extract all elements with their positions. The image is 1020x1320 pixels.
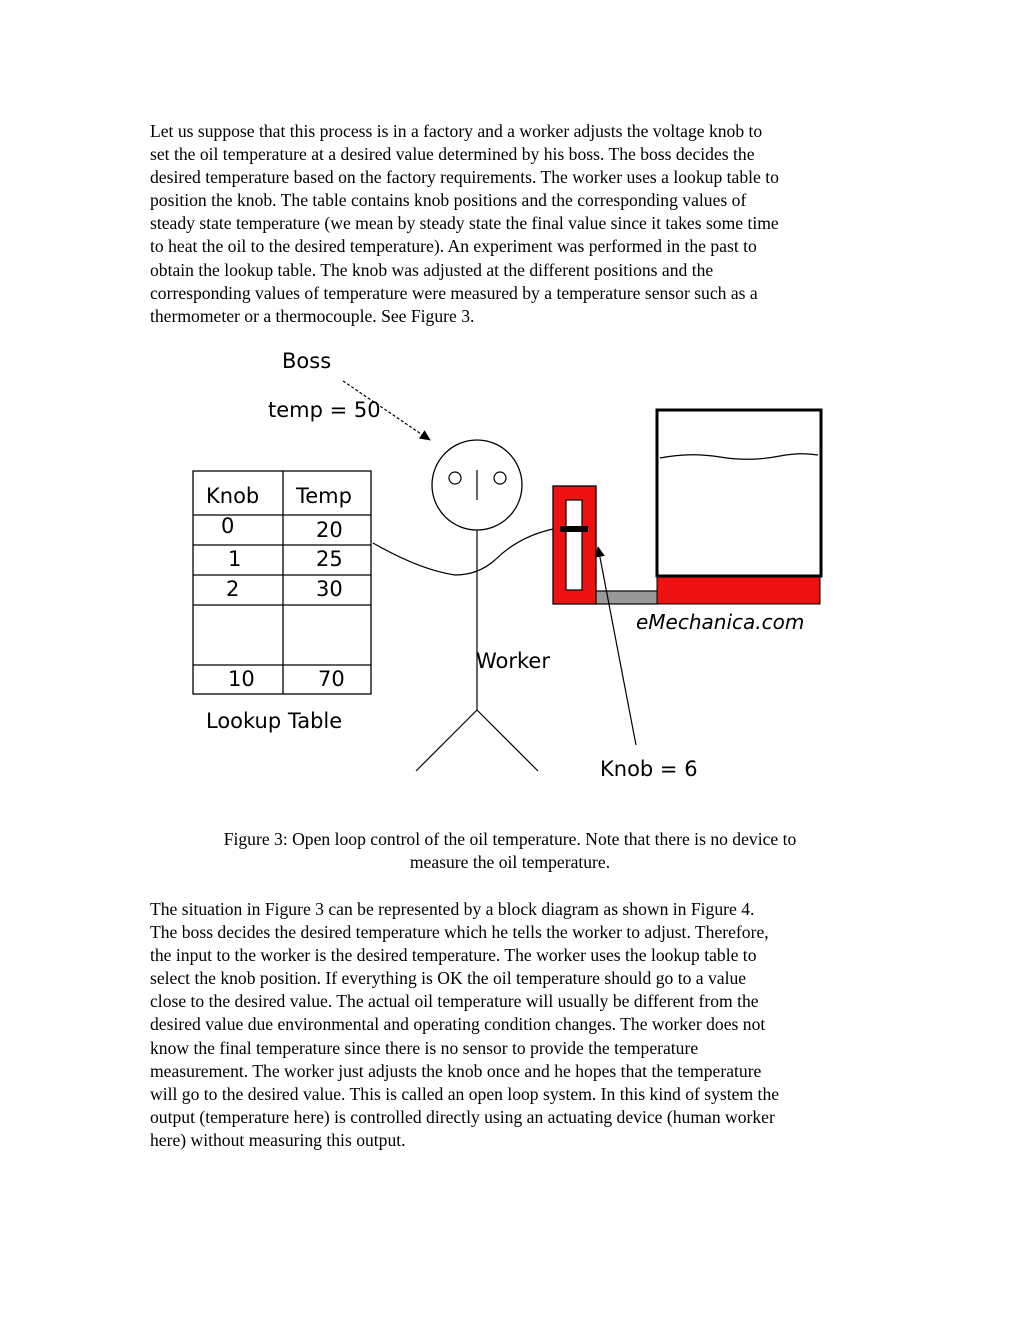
text-line: measurement. The worker just adjusts the… [150,1060,762,1081]
table-cell: 20 [316,518,343,542]
table-header-temp: Temp [295,484,352,508]
explanation-paragraph: The situation in Figure 3 can be represe… [150,898,870,1152]
text-line: here) without measuring this output. [150,1129,406,1150]
table-cell: 0 [221,514,234,538]
table-caption: Lookup Table [206,709,342,733]
worker-head [431,439,523,531]
connector-wire [595,590,659,605]
text-line: position the knob. The table contains kn… [150,190,747,211]
knob-slot [565,499,583,591]
text-line: set the oil temperature at a desired val… [150,144,755,165]
knob-housing [552,485,597,605]
heater-element [656,575,821,605]
intro-paragraph: Let us suppose that this process is in a… [150,120,870,328]
worker-leg [415,709,478,772]
voltage-knob [552,485,597,605]
text-line: the input to the worker is the desired t… [150,945,757,966]
figure-caption: Figure 3: Open loop control of the oil t… [150,828,870,874]
watermark-text: eMechanica.com [636,610,804,634]
table-cell: 1 [228,547,241,571]
text-line: close to the desired value. The actual o… [150,991,759,1012]
table-border [192,470,372,695]
table-cell: 2 [226,577,239,601]
text-line: will go to the desired value. This is ca… [150,1083,780,1104]
text-line: steady state temperature (we mean by ste… [150,213,779,234]
worker-leg [476,709,539,772]
text-line: obtain the lookup table. The knob was ad… [150,259,714,280]
table-cell: 30 [316,577,343,601]
text-line: thermometer or a thermocouple. See Figur… [150,305,475,326]
boss-arrow [342,380,431,441]
text-line: know the final temperature since there i… [150,1037,699,1058]
worker-eye [448,471,462,485]
text-line: desired value due environmental and oper… [150,1014,766,1035]
worker-arm [372,527,559,576]
boss-command: temp = 50 [268,398,381,422]
oil-tank [655,408,823,605]
knob-arrow [594,546,637,746]
worker-eye [493,471,507,485]
caption-line: measure the oil temperature. [409,852,611,872]
oil-level [659,453,819,460]
worker-label: Worker [476,649,550,673]
text-line: to heat the oil to the desired temperatu… [150,236,757,257]
text-line: Let us suppose that this process is in a… [150,121,763,141]
worker-figure [372,439,559,772]
table-cell: 10 [228,667,255,691]
text-line: The situation in Figure 3 can be represe… [150,899,755,919]
knob-label: Knob = 6 [600,757,698,781]
tank-outline [655,408,823,578]
table-header-knob: Knob [206,484,259,508]
knob-slider [560,526,588,532]
caption-line: Figure 3: Open loop control of the oil t… [223,829,797,849]
boss-label: Boss [282,349,331,373]
text-line: desired temperature based on the factory… [150,167,779,188]
lookup-table: Knob Temp 0 20 1 25 2 30 10 70 [192,470,372,695]
text-line: corresponding values of temperature were… [150,282,758,303]
text-line: output (temperature here) is controlled … [150,1106,775,1127]
table-cell: 25 [316,547,343,571]
text-line: The boss decides the desired temperature… [150,922,769,943]
table-cell: 70 [318,667,345,691]
text-line: select the knob position. If everything … [150,968,747,989]
